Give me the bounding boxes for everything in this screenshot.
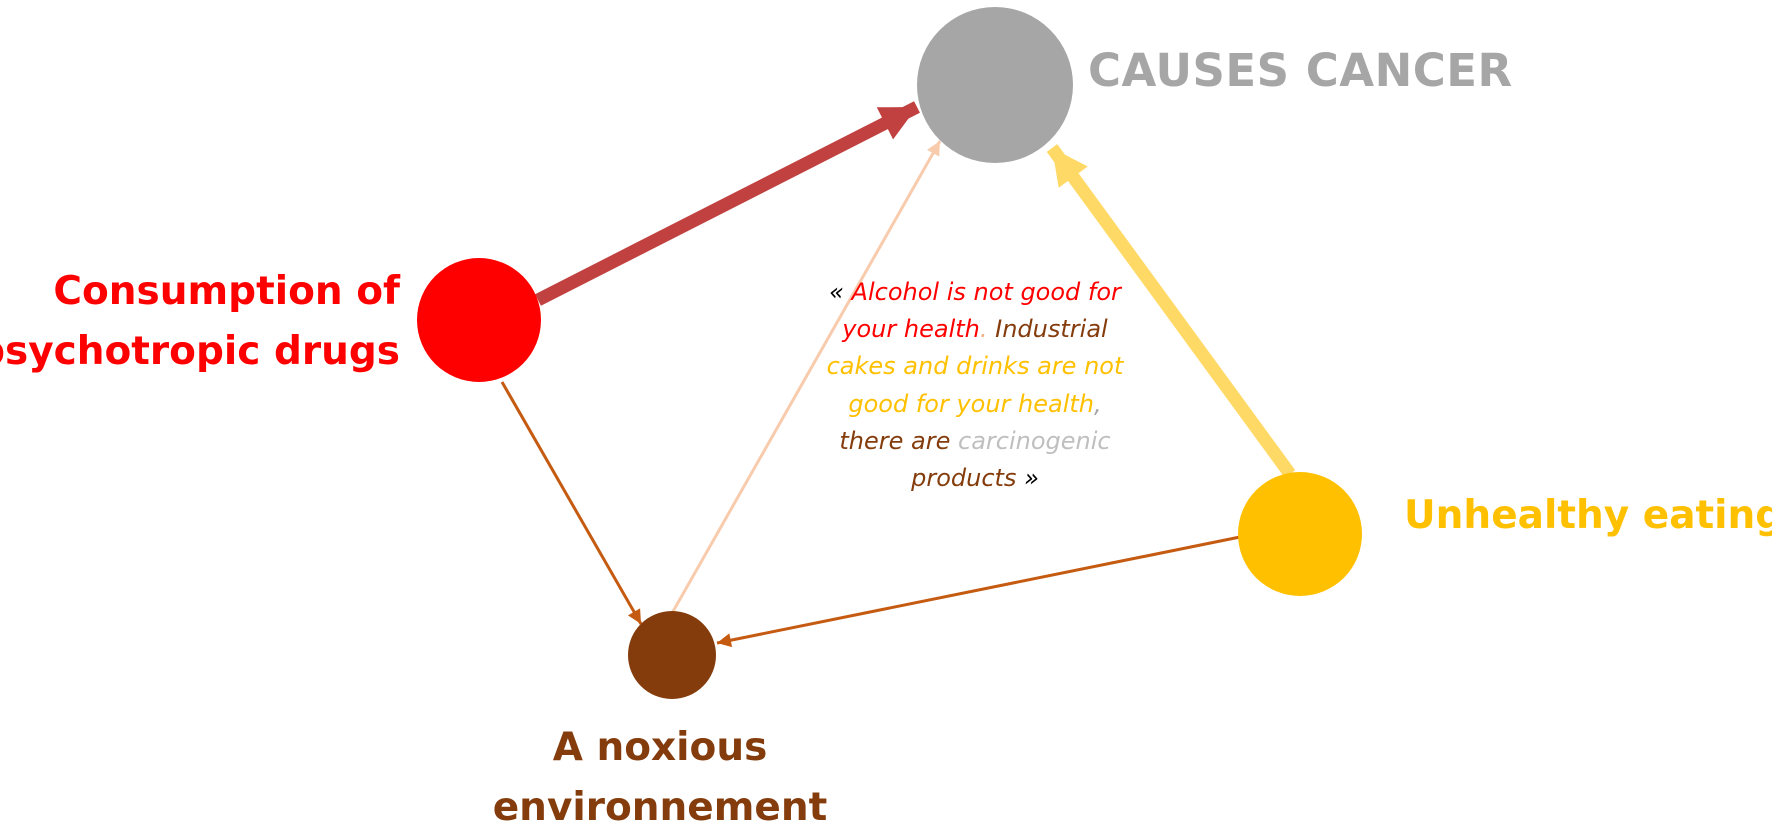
- node-eating-label: Unhealthy eating: [1404, 488, 1772, 545]
- node-drugs-label-line1: Consumption of: [53, 269, 400, 314]
- node-cancer-circle: [917, 7, 1073, 163]
- node-environment-circle: [628, 611, 716, 699]
- quote-segment: .: [979, 315, 988, 344]
- node-environment-label-line2: environnement: [492, 784, 828, 830]
- quote-segment: cakes and drinks are not good for your h…: [826, 352, 1124, 418]
- node-eating-circle: [1238, 472, 1362, 596]
- quote-segment: Industrial: [987, 315, 1108, 344]
- quote-segment: «: [829, 278, 852, 306]
- quote-text: « Alcohol is not good for your health. I…: [825, 274, 1125, 497]
- quote-segment: there are: [839, 426, 958, 455]
- quote-segment: carcinogenic: [958, 426, 1111, 455]
- arrow-environment-to-cancer: [669, 140, 942, 616]
- node-drugs-circle: [417, 258, 541, 382]
- quote-segment: products: [911, 463, 1017, 492]
- quote-segment: »: [1016, 463, 1039, 492]
- arrow-drugs-to-cancer: [535, 101, 920, 306]
- arrow-eating-to-environment: [716, 535, 1241, 648]
- node-eating-label-text: Unhealthy eating: [1404, 493, 1772, 538]
- quote-segment: Alcohol is not good for your health: [842, 278, 1121, 344]
- node-drugs-label-line2: psychotropic drugs: [0, 328, 400, 374]
- node-cancer-label-text: CAUSES CANCER: [1088, 44, 1513, 97]
- node-environment-label-line1: A noxious: [552, 725, 768, 770]
- arrow-drugs-to-environment: [500, 381, 643, 625]
- quote-segment: ,: [1094, 389, 1102, 418]
- node-drugs-label: Consumption of psychotropic drugs: [0, 262, 400, 381]
- node-cancer-label: CAUSES CANCER: [1088, 38, 1513, 103]
- arrow-eating-to-cancer: [1046, 144, 1296, 478]
